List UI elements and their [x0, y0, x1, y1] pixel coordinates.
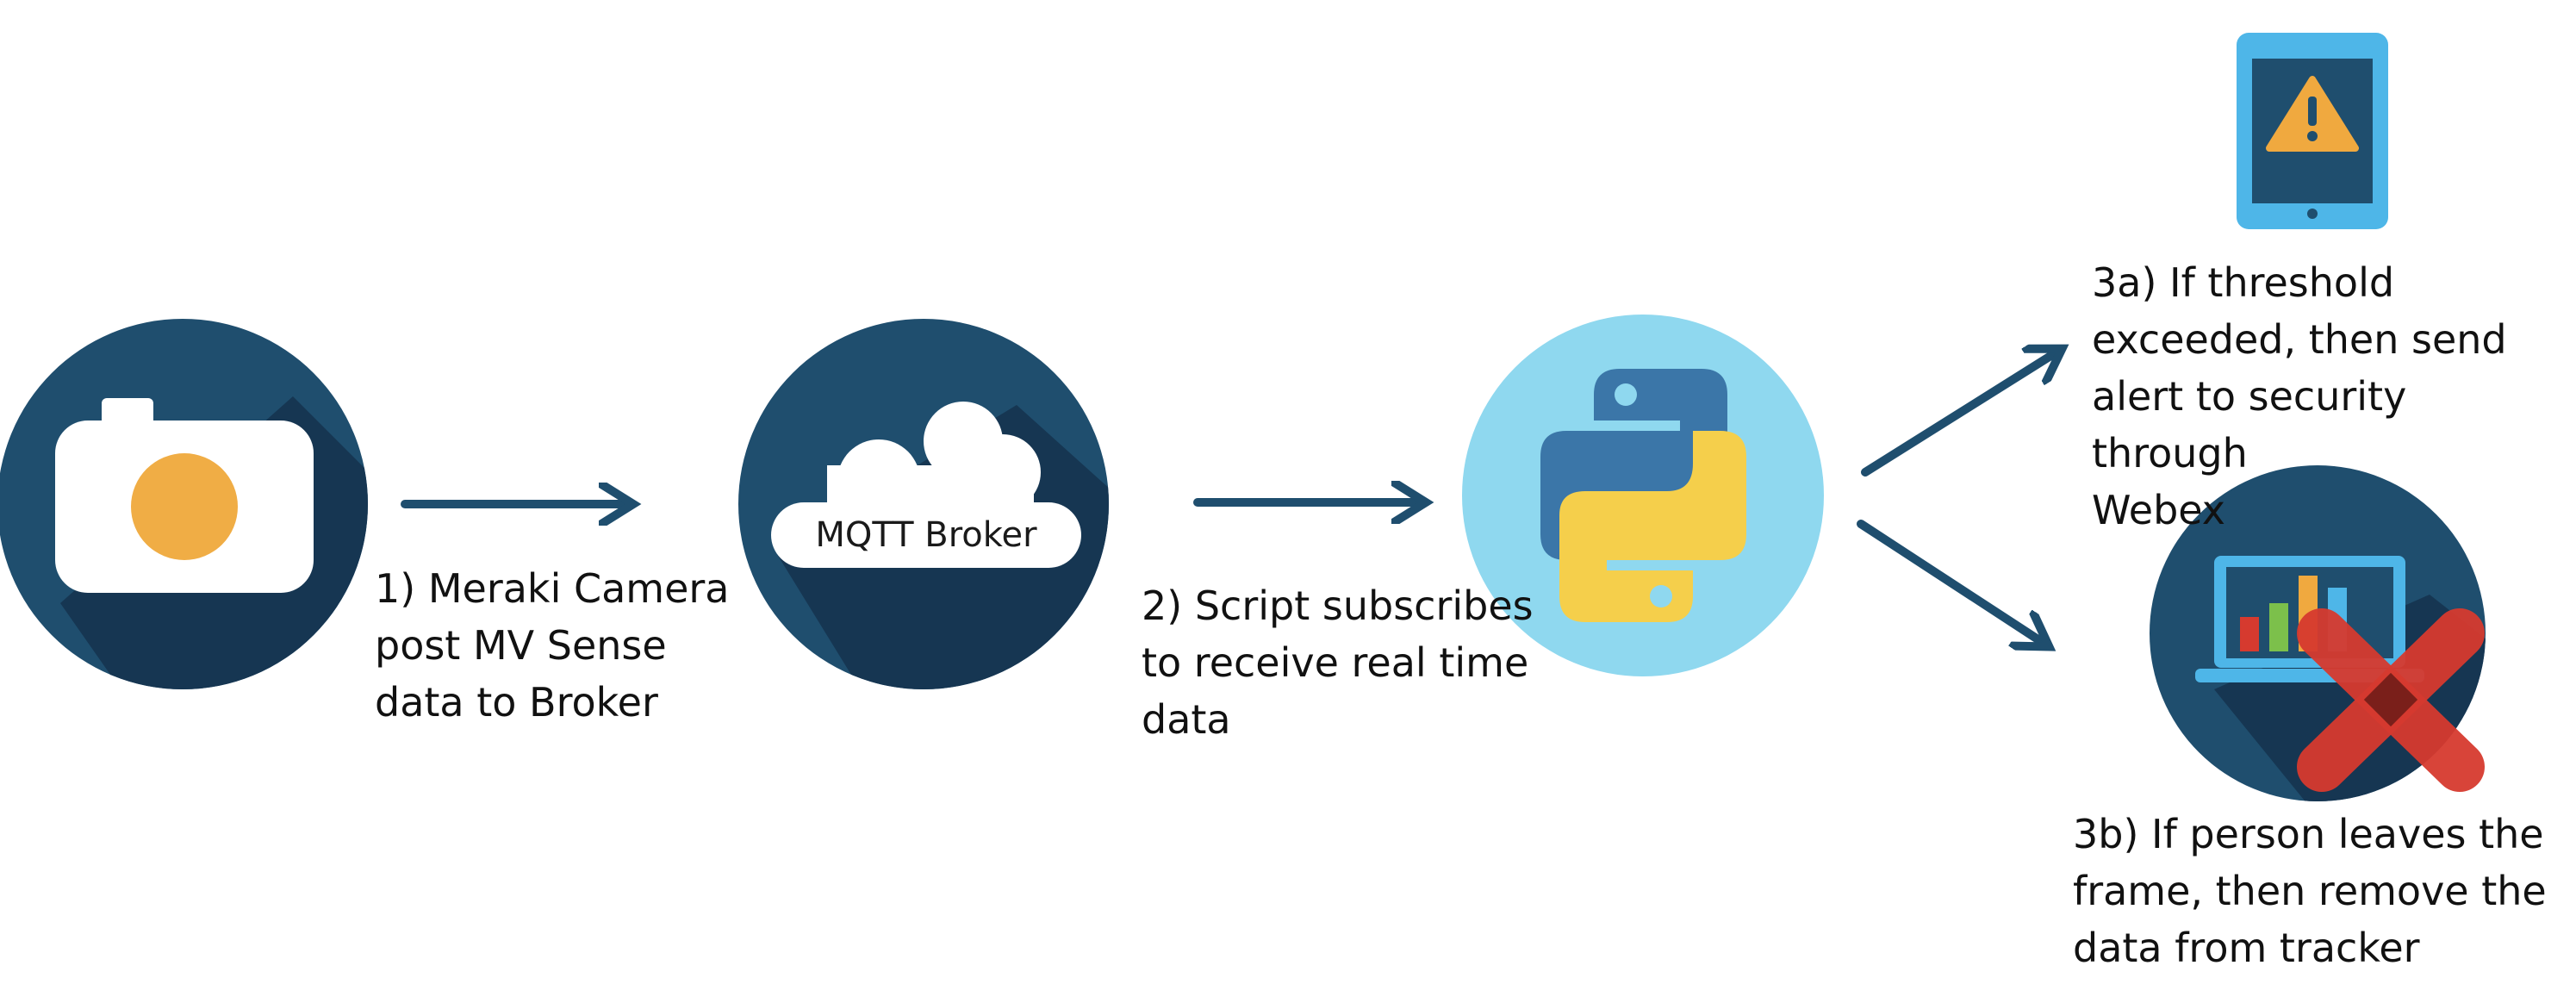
broker-label: MQTT Broker — [815, 515, 1037, 555]
step-2-caption: 2) Script subscribes to receive real tim… — [1142, 582, 1534, 743]
cloud-icon: MQTT Broker — [771, 402, 1081, 568]
arrow-script-to-alert — [1861, 353, 2055, 477]
step-3a-caption: 3a) If threshold exceeded, then send ale… — [2092, 259, 2507, 533]
step-3b-caption: 3b) If person leaves the frame, then rem… — [2073, 811, 2547, 971]
arrow-script-to-remove — [1857, 520, 2042, 642]
camera-lens — [131, 453, 238, 560]
cross-icon — [2297, 608, 2485, 792]
step-1-caption: 1) Meraki Camera post MV Sense data to B… — [375, 565, 730, 726]
python-node — [1462, 315, 1824, 676]
laptop-chart-cross-icon — [2150, 465, 2486, 801]
chart-bar — [2269, 603, 2288, 651]
tablet-warning-icon — [2237, 33, 2388, 229]
camera-node — [0, 319, 368, 689]
broker-node: MQTT Broker — [738, 319, 1109, 689]
python-logo-icon — [1540, 369, 1746, 622]
camera-icon — [55, 398, 314, 593]
chart-bar — [2240, 617, 2259, 651]
